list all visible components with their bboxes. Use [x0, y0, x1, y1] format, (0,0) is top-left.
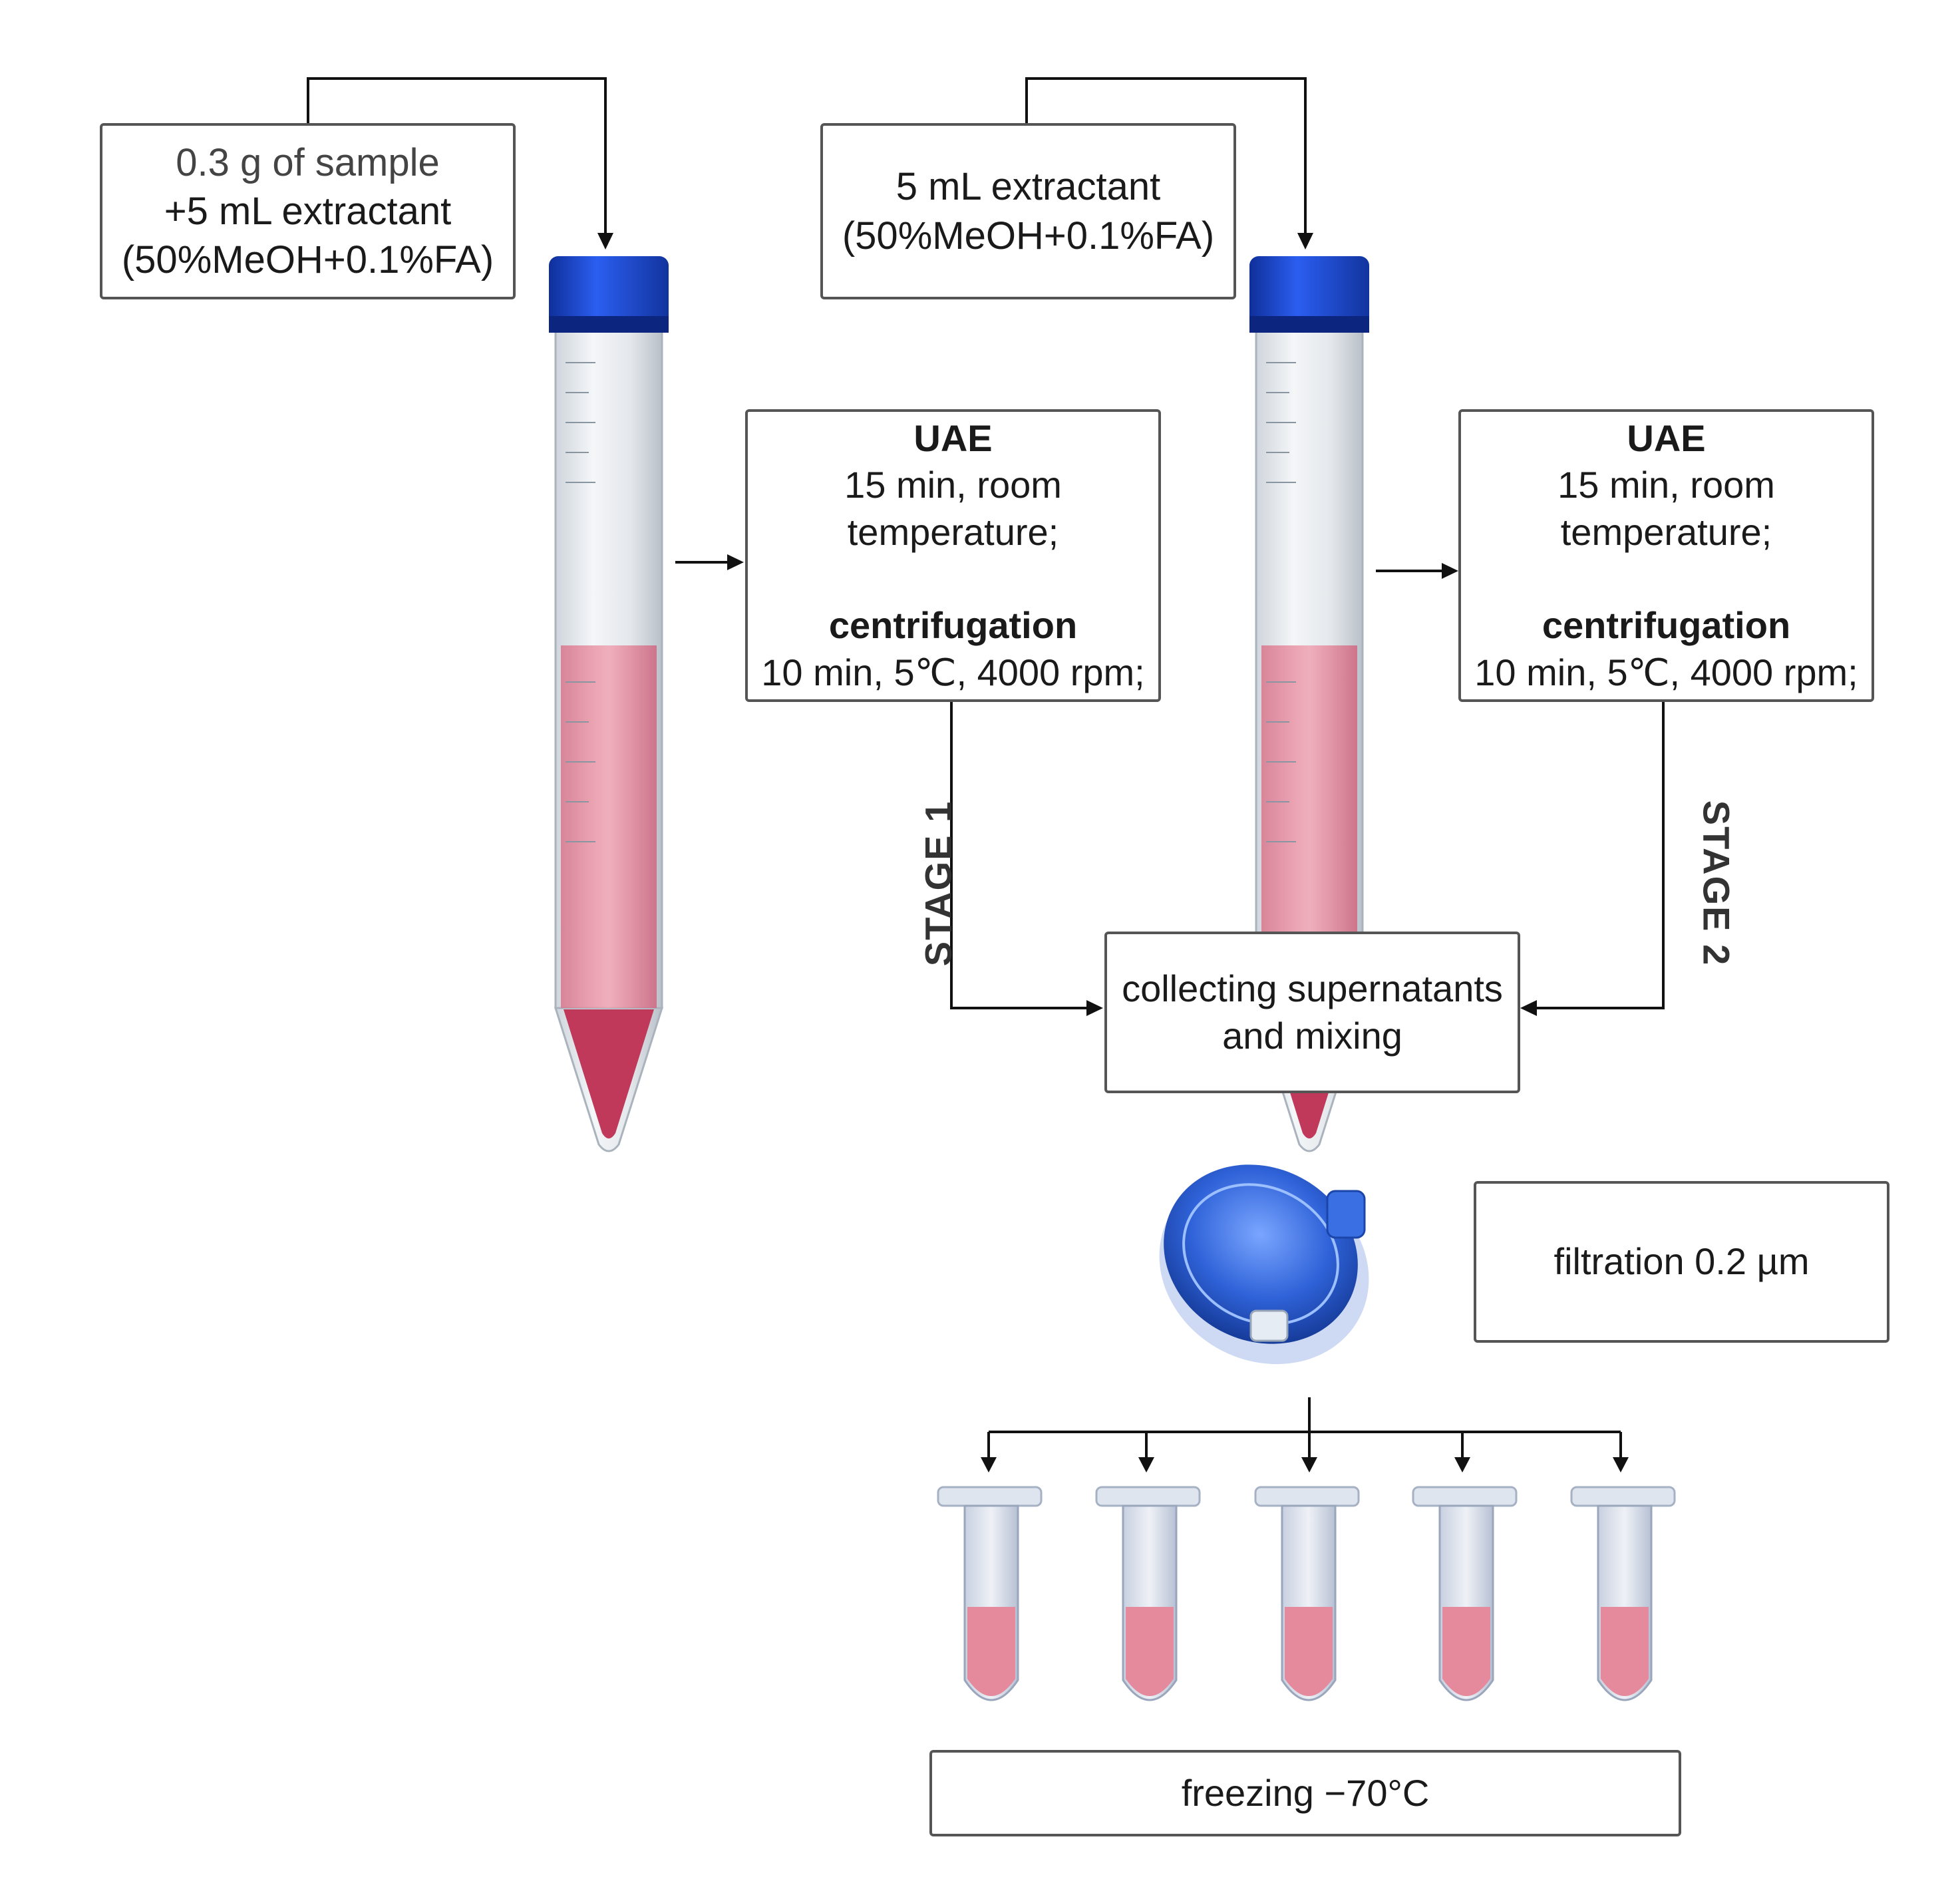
arrowhead-vial-4	[1454, 1457, 1470, 1472]
uae-line-1a: 15 min, room	[844, 464, 1062, 506]
filtration-box: filtration 0.2 µm	[1474, 1181, 1889, 1343]
uae-line-2b: temperature;	[1560, 510, 1772, 553]
arrowhead-step2	[1442, 563, 1458, 579]
filtration-label: filtration 0.2 µm	[1553, 1240, 1810, 1283]
uae-centrifugation-box-2: UAE 15 min, room temperature; centrifuga…	[1458, 409, 1874, 702]
microtube-1-icon	[937, 1486, 1043, 1701]
collecting-box: collecting supernatants and mixing	[1104, 932, 1520, 1093]
arrowhead-collect-left	[1086, 1000, 1103, 1016]
microtube-2-icon	[1095, 1486, 1201, 1701]
freezing-box: freezing −70°C	[929, 1750, 1681, 1836]
freezing-label: freezing −70°C	[1181, 1771, 1430, 1814]
extractant-line-1: 5 mL extractant	[896, 165, 1161, 209]
centrifugation-line-2: 10 min, 5℃, 4000 rpm;	[1474, 651, 1858, 693]
sample-box: 0.3 g of sample +5 mL extractant (50%MeO…	[100, 123, 516, 299]
collecting-line-2: and mixing	[1222, 1014, 1402, 1057]
uae-centrifugation-box-1: UAE 15 min, room temperature; centrifuga…	[745, 409, 1161, 702]
arrow-extractant-to-tube2	[1025, 77, 1307, 236]
sample-line-1: 0.3 g of sample	[176, 140, 440, 184]
collecting-line-1: collecting supernatants	[1122, 967, 1503, 1009]
arrow-stage2-to-collect	[1534, 700, 1665, 1009]
microtubes	[937, 1486, 1676, 1701]
arrowhead-tube1	[597, 233, 613, 250]
arrowhead-collect-right	[1520, 1000, 1537, 1016]
uae-line-2a: 15 min, room	[1557, 464, 1775, 506]
centrifugation-line-1: 10 min, 5℃, 4000 rpm;	[761, 651, 1145, 693]
uae-title-2: UAE	[1627, 417, 1706, 459]
uae-title-1: UAE	[913, 417, 993, 459]
sample-line-2: +5 mL extractant	[164, 189, 452, 233]
stage-1-label: STAGE 1	[917, 800, 959, 967]
arrow-sample-to-tube1	[307, 77, 607, 236]
extractant-line-2: (50%MeOH+0.1%FA)	[842, 214, 1215, 258]
stage-2-label: STAGE 2	[1695, 800, 1738, 967]
extractant-box: 5 mL extractant (50%MeOH+0.1%FA)	[820, 123, 1236, 299]
arrowhead-vial-3	[1301, 1457, 1317, 1472]
arrowhead-vial-1	[981, 1457, 997, 1472]
uae-line-1b: temperature;	[847, 510, 1059, 553]
centrifugation-title-1: centrifugation	[828, 604, 1078, 647]
microtube-4-icon	[1412, 1486, 1518, 1701]
arrowhead-vial-2	[1138, 1457, 1154, 1472]
arrow-stage1-to-collect	[950, 700, 1090, 1009]
sample-line-3: (50%MeOH+0.1%FA)	[121, 238, 494, 282]
microtube-5-icon	[1570, 1486, 1676, 1701]
arrowhead-vial-5	[1613, 1457, 1629, 1472]
syringe-filter-icon	[1159, 1164, 1369, 1365]
arrowhead-tube2	[1297, 233, 1313, 250]
distribution-lines	[987, 1397, 1622, 1461]
arrowhead-step1	[727, 554, 744, 570]
falcon-tube-1-icon	[549, 256, 669, 1152]
centrifugation-title-2: centrifugation	[1542, 604, 1791, 647]
microtube-3-icon	[1254, 1486, 1360, 1701]
